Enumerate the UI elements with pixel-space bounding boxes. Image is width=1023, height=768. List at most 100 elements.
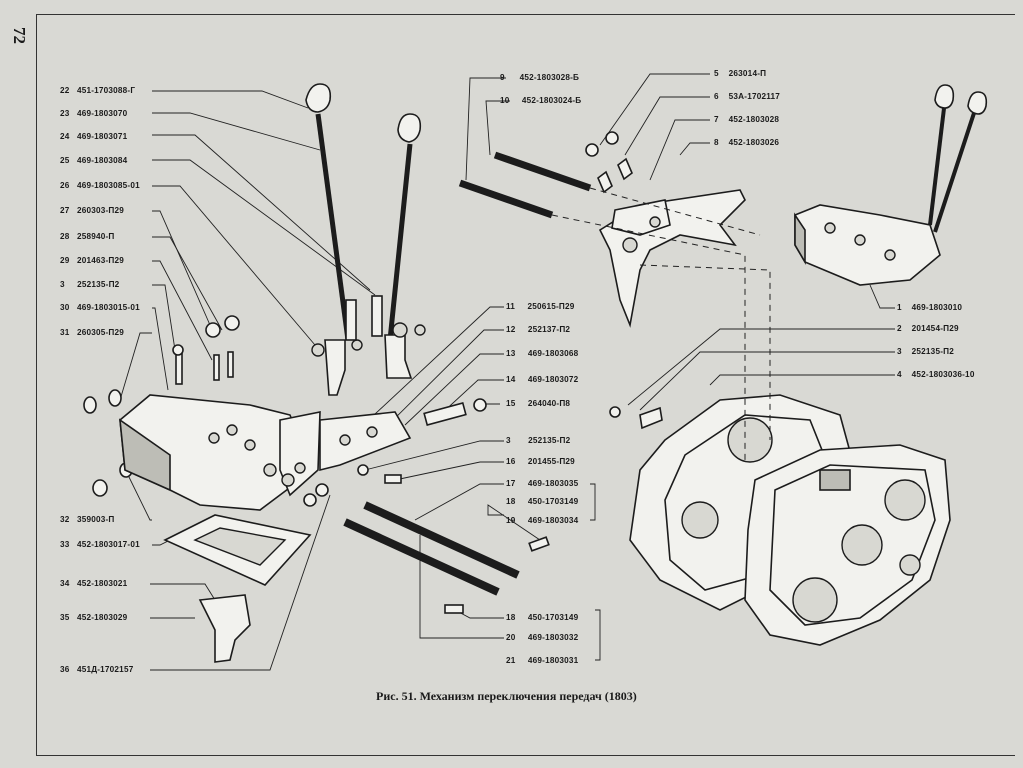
callout-num: 10 (500, 96, 510, 105)
callout-code: 258940-П (76, 232, 115, 241)
callout-code: 452-1803036-10 (911, 370, 975, 379)
callout-code: 452-1803026 (728, 138, 780, 147)
callout-num: 35 (60, 613, 70, 622)
callout-num: 36 (60, 665, 70, 674)
callout-36: 36 451Д-1702157 (60, 665, 133, 675)
callout-code: 469-1803032 (527, 633, 579, 642)
callout-code: 252137-П2 (527, 325, 571, 334)
callout-29: 29 201463-П29 (60, 256, 124, 266)
callout-num: 11 (506, 302, 516, 311)
callout-32: 32 359003-П (60, 515, 115, 525)
shift-housing (119, 394, 412, 511)
callout-code: 452-1803021 (76, 579, 128, 588)
callout-35: 35 452-1803029 (60, 613, 127, 623)
callout-code: 450-1703149 (527, 497, 579, 506)
callout-num: 2 (897, 324, 902, 333)
callout-14: 14 469-1803072 (506, 375, 578, 385)
callout-num: 1 (897, 303, 902, 312)
callout-num: 22 (60, 86, 70, 95)
callout-num: 32 (60, 515, 70, 524)
callout-22: 22 451-1703088-Г (60, 86, 135, 96)
callout-num: 26 (60, 181, 70, 190)
callout-26: 26 469-1803085-01 (60, 181, 140, 191)
callout-2: 2 201454-П29 (897, 324, 959, 334)
callout-num: 14 (506, 375, 516, 384)
callout-3-right: 3 252135-П2 (897, 347, 954, 357)
callout-30: 30 469-1803015-01 (60, 303, 140, 313)
callout-num: 18 (506, 497, 516, 506)
callout-num: 33 (60, 540, 70, 549)
callout-num: 17 (506, 479, 516, 488)
callout-code: 451Д-1702157 (76, 665, 134, 674)
callout-4: 4 452-1803036-10 (897, 370, 975, 380)
callout-24: 24 469-1803071 (60, 132, 127, 142)
callout-25: 25 469-1803084 (60, 156, 127, 166)
callout-num: 28 (60, 232, 70, 241)
callout-num: 34 (60, 579, 70, 588)
callout-code: 252135-П2 (911, 347, 954, 356)
callout-code: 469-1803010 (911, 303, 963, 312)
callout-num: 29 (60, 256, 70, 265)
callout-num: 7 (714, 115, 719, 124)
callout-code: 260303-П29 (76, 206, 124, 215)
callout-num: 25 (60, 156, 70, 165)
callout-code: 469-1803085-01 (76, 181, 140, 190)
callout-code: 469-1803072 (527, 375, 579, 384)
callout-code: 451-1703088-Г (76, 86, 136, 95)
callout-13: 13 469-1803068 (506, 349, 578, 359)
top-cover-assembly (794, 84, 988, 286)
callout-18-a: 18 450-1703149 (506, 497, 578, 507)
page-frame (36, 14, 1015, 756)
callout-18-b: 18 450-1703149 (506, 613, 578, 623)
callout-9: 9 452-1803028-Б (500, 73, 579, 83)
callout-num: 15 (506, 399, 516, 408)
callout-8: 8 452-1803026 (714, 138, 779, 148)
callout-num: 6 (714, 92, 719, 101)
callout-num: 13 (506, 349, 516, 358)
callout-19: 19 469-1803034 (506, 516, 578, 526)
callout-5: 5 263014-П (714, 69, 766, 79)
callout-num: 8 (714, 138, 719, 147)
callout-code: 469-1803031 (527, 656, 579, 665)
callout-code: 263014-П (728, 69, 767, 78)
callout-code: 469-1803070 (76, 109, 128, 118)
callout-num: 24 (60, 132, 70, 141)
callout-num: 12 (506, 325, 516, 334)
callout-6: 6 53А-1702117 (714, 92, 780, 102)
figure-caption: Рис. 51. Механизм переключения передач (… (376, 689, 637, 703)
callout-16: 16 201455-П29 (506, 457, 575, 467)
callout-code: 452-1803028 (728, 115, 780, 124)
callout-code: 469-1803068 (527, 349, 579, 358)
callout-12: 12 252137-П2 (506, 325, 570, 335)
gear-shift-levers (305, 83, 426, 396)
callout-code: 469-1803084 (76, 156, 128, 165)
callout-num: 27 (60, 206, 70, 215)
callout-num: 9 (500, 73, 505, 82)
callout-num: 5 (714, 69, 719, 78)
callout-num: 4 (897, 370, 902, 379)
callout-31: 31 260305-П29 (60, 328, 124, 338)
callout-17: 17 469-1803035 (506, 479, 578, 489)
callout-10: 10 452-1803024-Б (500, 96, 581, 106)
callout-num: 16 (506, 457, 516, 466)
callout-num: 18 (506, 613, 516, 622)
callout-20: 20 469-1803032 (506, 633, 578, 643)
callout-code: 53А-1702117 (728, 92, 781, 101)
callout-21: 21 469-1803031 (506, 656, 578, 666)
callout-code: 250615-П29 (527, 302, 575, 311)
callout-1: 1 469-1803010 (897, 303, 962, 313)
shift-rods (343, 151, 592, 614)
callout-num: 20 (506, 633, 516, 642)
callout-num: 3 (60, 280, 65, 289)
callout-34: 34 452-1803021 (60, 579, 127, 589)
transmission-case (609, 394, 951, 646)
callout-code: 252135-П2 (528, 436, 571, 445)
callout-28: 28 258940-П (60, 232, 115, 242)
callout-code: 452-1803024-Б (521, 96, 582, 105)
gasket-and-bracket (163, 514, 312, 663)
assembly-guides (551, 187, 771, 460)
callout-27: 27 260303-П29 (60, 206, 124, 216)
callout-code: 201463-П29 (76, 256, 124, 265)
callout-num: 3 (897, 347, 902, 356)
callout-code: 469-1803071 (76, 132, 128, 141)
